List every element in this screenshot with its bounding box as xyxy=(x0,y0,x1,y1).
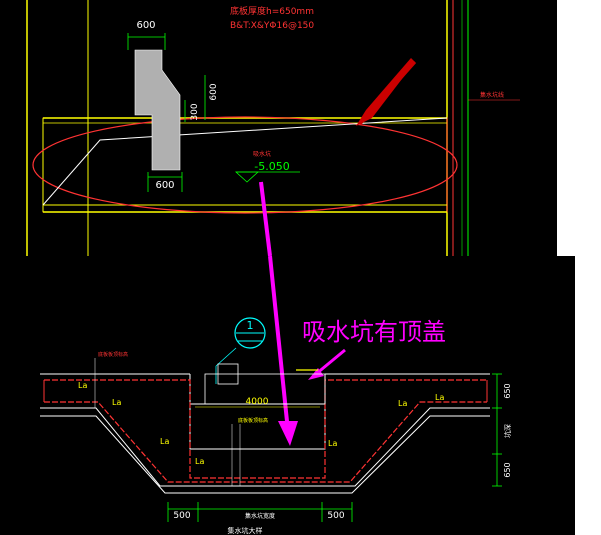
la-label-6: La xyxy=(398,399,407,408)
la-label-3: La xyxy=(160,437,169,446)
dim-right-mid: 坑深 xyxy=(503,424,512,438)
dim-inner-height: 300 xyxy=(190,103,200,120)
column-section xyxy=(134,49,181,171)
magenta-arrow-top xyxy=(259,181,272,256)
red-arrow-head xyxy=(356,58,415,126)
magenta-arrow-head xyxy=(278,421,298,446)
note-line2: B&T:X&YΦ16@150 xyxy=(230,21,314,31)
la-label-7: La xyxy=(435,393,444,402)
white-background-top xyxy=(557,0,601,256)
dim-bottom-mid: 集水坑宽度 xyxy=(245,512,275,520)
callout-number: 1 xyxy=(247,319,254,332)
callout-circle xyxy=(234,317,266,349)
dim-right-height: 600 xyxy=(209,83,219,100)
note-line1: 底板厚度h=650mm xyxy=(230,5,314,17)
rebar-top xyxy=(44,379,487,479)
pit-outer xyxy=(40,407,490,487)
section-caption: 集水坑大样 xyxy=(228,526,263,535)
red-arrow-shaft xyxy=(358,61,417,125)
la-label-1: La xyxy=(78,381,87,390)
annotation-text: 吸水坑有顶盖 xyxy=(302,318,446,346)
rebar-bottom xyxy=(44,401,487,483)
label-mid: 底板板顶标高 xyxy=(238,417,268,424)
section-view: 1 吸水坑有顶盖 4000 底板板顶标高 底板板顶标高 La La La La … xyxy=(40,256,512,535)
magenta-arrow-shaft xyxy=(268,256,290,432)
dim-top-width: 600 xyxy=(136,20,155,31)
la-label-2: La xyxy=(112,398,121,407)
dim-bottom-left: 500 xyxy=(173,511,190,521)
la-label-5: La xyxy=(328,439,337,448)
magenta-pointer xyxy=(315,348,346,376)
label-top-left: 底板板顶标高 xyxy=(98,351,128,358)
pit-label: 吸水坑 xyxy=(253,150,271,158)
dim-bottom-width: 600 xyxy=(155,180,174,191)
la-label-4: La xyxy=(195,457,204,466)
lid-box xyxy=(204,373,326,405)
elevation-triangle xyxy=(234,171,260,183)
dim-right-bot: 650 xyxy=(503,462,512,477)
white-background-bottom xyxy=(575,256,601,535)
dim-bottom-right: 500 xyxy=(327,511,344,521)
right-label: 集水坑线 xyxy=(480,91,504,99)
elevation-label: -5.050 xyxy=(254,160,289,173)
pit-inner xyxy=(189,374,326,450)
dim-width: 4000 xyxy=(246,397,269,407)
highlight-ellipse xyxy=(32,116,458,214)
dim-right-top: 650 xyxy=(503,383,512,398)
slope-line xyxy=(42,117,448,206)
pit-outline xyxy=(42,117,448,213)
plan-view: 600 600 300 600 底板厚度h=650mm B&T:X&YΦ16@1… xyxy=(26,0,520,256)
